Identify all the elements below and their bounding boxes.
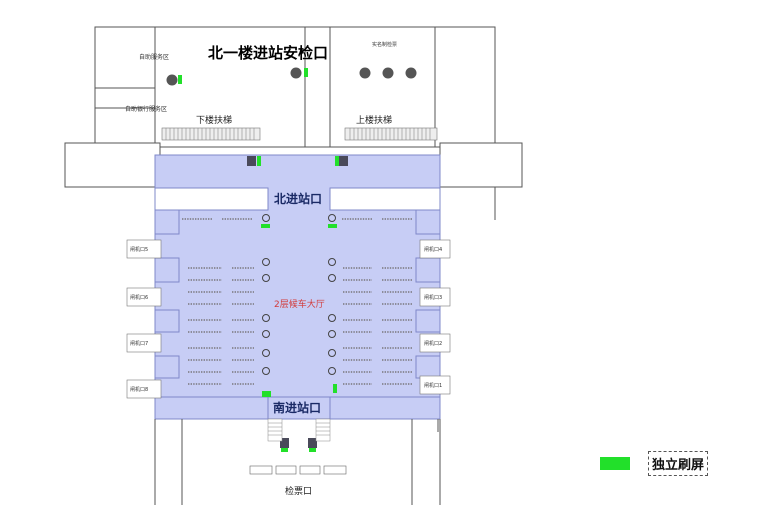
north-gate-label: 北进站口 xyxy=(274,191,322,206)
waiting-hall xyxy=(126,154,451,420)
lower-walls xyxy=(154,187,496,505)
kiosk-devices xyxy=(247,156,348,448)
standalone-screens xyxy=(178,68,339,452)
escalators xyxy=(161,127,438,141)
ticket-check-label: 检票口 xyxy=(285,485,312,497)
waiting-hall-label: 2层候车大厅 xyxy=(274,298,325,310)
legend: 独立刷屏 xyxy=(600,451,709,476)
gate-4-label: 闸机口4 xyxy=(424,246,442,253)
realname-check-label: 实名制检票 xyxy=(372,41,397,48)
building-walls xyxy=(64,26,523,188)
north-security-label: 北一楼进站安检口 xyxy=(208,44,328,62)
gate-8-label: 闸机口8 xyxy=(130,386,148,393)
ticket-gates xyxy=(249,465,347,475)
up-escalator-label: 上楼扶梯 xyxy=(356,114,392,126)
gate-7-label: 闸机口7 xyxy=(130,340,148,347)
gate-3-label: 闸机口3 xyxy=(424,294,442,301)
south-stairs xyxy=(267,418,331,442)
self-service-label: 自助服务区 xyxy=(139,53,169,61)
seating-rows xyxy=(182,218,412,385)
legend-label: 独立刷屏 xyxy=(648,451,709,476)
self-bank-label: 自助银行服务区 xyxy=(125,105,167,113)
gate-6-label: 闸机口6 xyxy=(130,294,148,301)
south-gate-label: 南进站口 xyxy=(273,400,321,415)
legend-swatch xyxy=(600,457,630,470)
gate-2-label: 闸机口2 xyxy=(424,340,442,347)
gate-1-label: 闸机口1 xyxy=(424,382,442,389)
gate-5-label: 闸机口5 xyxy=(130,246,148,253)
security-machines xyxy=(166,67,417,86)
down-escalator-label: 下楼扶梯 xyxy=(196,114,232,126)
pillars xyxy=(262,214,336,375)
